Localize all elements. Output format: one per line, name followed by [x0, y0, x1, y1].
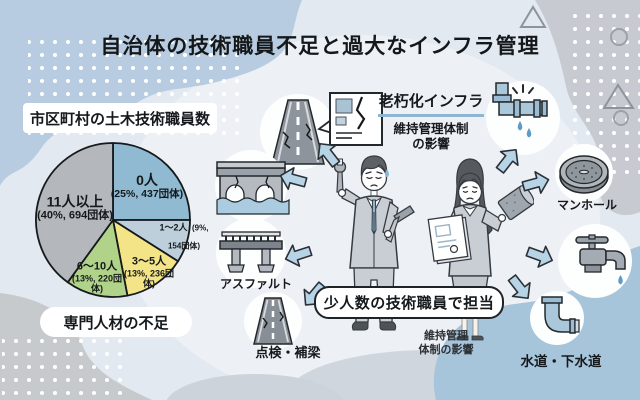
manhole-icon: [555, 144, 613, 202]
pie-slice-11人以上: [35, 142, 114, 284]
circle-outline-decor-2: [610, 28, 628, 46]
pie-slice-0人: [112, 142, 191, 221]
pie-slice-6〜10人: [66, 219, 129, 298]
blueprint-documents: [427, 214, 472, 265]
ground-blob-2: [166, 374, 344, 400]
pie-slice-3〜5人: [112, 219, 179, 297]
pipe-sample: [497, 185, 534, 221]
cracked-road-icon: [260, 92, 383, 170]
water-drop: [618, 275, 623, 285]
pie-chart-title: 市区町村の土木技術職員数: [23, 103, 217, 133]
pie-chart: 0人 (25%, 437団体) 1〜2人 (9%, 154団体) 3〜5人 (1…: [33, 140, 208, 300]
pie-label-1: 1〜2人 (9%, 154団体): [159, 222, 209, 251]
aging-infra-title: 老朽化インフラ: [378, 93, 484, 110]
asphalt-label: アスファルト: [219, 277, 293, 291]
pie-label-2: 3〜5人 (13%, 236団体): [123, 255, 175, 289]
water-drop: [517, 121, 523, 131]
inspection-road-icon: [244, 292, 302, 350]
inspection-report-bubble: [317, 92, 383, 146]
viaduct-bridge-icon: [216, 218, 286, 288]
triangle-outline-decor-2: [602, 83, 635, 109]
maintenance-note: 維持管理 体制の影響: [418, 330, 474, 356]
sweat-drop: [385, 169, 389, 178]
aging-sub-line2: の影響: [412, 137, 450, 152]
water-sewer-label: 水道・下水道: [520, 354, 602, 369]
circle-outline-decor-3: [613, 110, 629, 126]
manhole-label: マンホール: [556, 198, 618, 212]
arch-bridge-icon: [215, 150, 290, 222]
pie-label-0: 0人 (25%, 437団体): [110, 171, 184, 201]
pie-caption: 専門人材の不足: [40, 307, 192, 337]
pie-label-3: 6〜10人 (13%, 220団体): [71, 260, 123, 294]
water-drop: [526, 128, 532, 138]
staff-shortage-bubble: 少人数の技術職員で担当: [314, 286, 504, 319]
leaky-pipe-icon: [486, 81, 560, 155]
inspection-repair-label: 点検・補梁: [255, 345, 321, 360]
page-title: 自治体の技術職員不足と過大なインフラ管理: [100, 35, 540, 58]
pie-chart-svg: [35, 142, 191, 298]
bottomleft-dot-grid: [2, 330, 128, 398]
aging-sub-line1: 維持管理体制: [393, 121, 469, 136]
sewer-pipe-icon: [530, 291, 584, 345]
pie-label-4: 11人以上 (40%, 694団体): [37, 193, 113, 222]
engineer-man: [333, 155, 415, 331]
aging-infra-block: 老朽化インフラ 維持管理体制 の影響: [376, 90, 486, 153]
faucet-icon: [558, 224, 632, 298]
aging-underline: [378, 114, 484, 117]
triangle-outline-decor: [519, 5, 547, 28]
